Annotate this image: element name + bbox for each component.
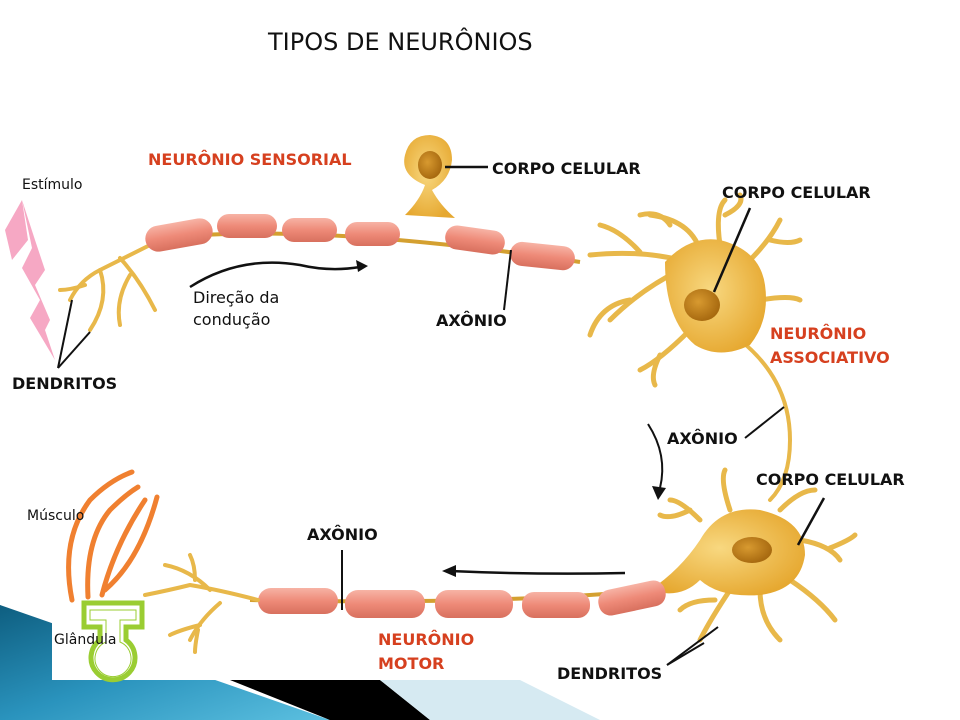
- conduction-arrow-bottom: [449, 569, 626, 575]
- stimulus-lightning-icon: [22, 200, 55, 360]
- motor-neuron-label: NEURÔNIO MOTOR: [378, 628, 474, 676]
- association-neuron-line2: ASSOCIATIVO: [770, 348, 890, 367]
- motor-neuron: [650, 467, 858, 643]
- sensory-neuron-label: NEURÔNIO SENSORIAL: [148, 150, 352, 169]
- conduction-direction-line2: condução: [193, 310, 271, 329]
- conduction-direction-label: Direção da condução: [193, 287, 279, 331]
- muscle-icon: [66, 469, 160, 603]
- conduction-arrow-right: [647, 423, 664, 489]
- gland-icon: [81, 600, 145, 683]
- association-neuron: [587, 192, 803, 502]
- sensory-cell-body: [404, 135, 455, 218]
- motor-myelin-sheath: [258, 580, 666, 618]
- association-neuron-line1: NEURÔNIO: [770, 324, 867, 343]
- muscle-label: Músculo: [27, 508, 85, 524]
- motor-neuron-line1: NEURÔNIO: [378, 630, 475, 649]
- sensory-dendrites: [58, 243, 157, 332]
- sensory-myelin-sheath: [145, 214, 575, 271]
- cell-body-association-label: CORPO CELULAR: [722, 183, 871, 202]
- dendrites-sensory-label: DENDRITOS: [12, 374, 118, 393]
- axon-motor-label: AXÔNIO: [307, 525, 378, 544]
- dendrites-motor-label: DENDRITOS: [557, 664, 663, 683]
- gland-label: Glândula: [54, 632, 117, 648]
- stimulus-label: Estímulo: [22, 177, 83, 193]
- page-title: TIPOS DE NEURÔNIOS: [268, 28, 533, 56]
- association-neuron-label: NEURÔNIO ASSOCIATIVO: [770, 322, 890, 370]
- conduction-arrow-top: [189, 261, 361, 289]
- cell-body-motor-label: CORPO CELULAR: [756, 470, 905, 489]
- motor-neuron-line2: MOTOR: [378, 654, 445, 673]
- conduction-direction-line1: Direção da: [193, 288, 280, 307]
- cell-body-sensory-label: CORPO CELULAR: [492, 159, 641, 178]
- axon-sensory-label: AXÔNIO: [436, 311, 507, 330]
- axon-association-label: AXÔNIO: [667, 429, 738, 448]
- motor-terminal-branches: [143, 553, 260, 654]
